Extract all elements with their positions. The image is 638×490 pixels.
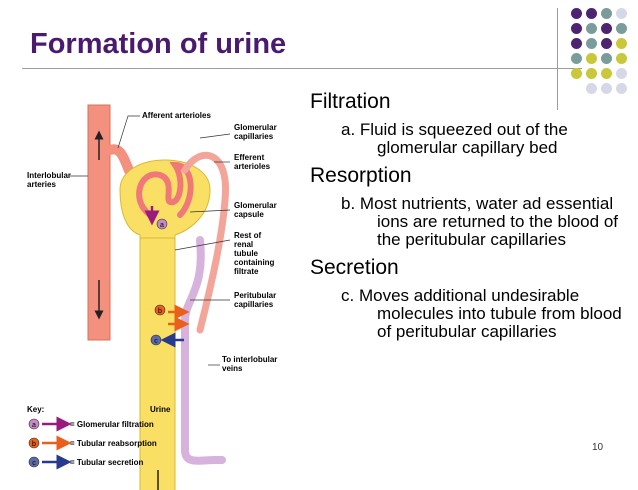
label-urine: Urine	[150, 405, 171, 414]
slide: Formation of urine	[22, 8, 630, 490]
efferent-arteriole	[181, 151, 230, 334]
key-c-badge	[28, 456, 40, 468]
heading-filtration: Filtration	[310, 90, 391, 113]
decorative-dot	[571, 8, 582, 19]
decorative-dot	[571, 68, 582, 79]
key-c-letter: c	[32, 460, 36, 467]
decorative-dot	[586, 68, 597, 79]
leader-afferent	[117, 115, 140, 149]
item-marker: a.	[341, 120, 360, 139]
decorative-dot	[586, 23, 597, 34]
decorative-dot	[571, 53, 582, 64]
marker-a	[156, 218, 168, 230]
decorative-dot	[616, 8, 627, 19]
content-text: Filtration a. Fluid is squeezed out of t…	[310, 90, 630, 341]
heading-secretion: Secretion	[310, 256, 399, 279]
item-filtration: a. Fluid is squeezed out of the glomerul…	[341, 121, 630, 157]
interlobular-artery	[87, 104, 111, 341]
decorative-dot	[586, 38, 597, 49]
item-marker: b.	[341, 194, 360, 213]
decorative-dot	[586, 83, 597, 94]
heading-resorption: Resorption	[310, 164, 412, 187]
decorative-dot	[586, 53, 597, 64]
decorative-dot	[616, 53, 627, 64]
horizontal-divider	[22, 68, 582, 69]
marker-c	[150, 334, 162, 346]
decorative-dot	[616, 38, 627, 49]
key-a-label: = Glomerular filtration	[70, 420, 154, 429]
decorative-dot	[571, 38, 582, 49]
key-b-letter: b	[32, 441, 36, 448]
decorative-dot	[586, 8, 597, 19]
item-resorption: b. Most nutrients, water ad essential io…	[341, 195, 630, 249]
leader-capsule	[189, 209, 231, 213]
item-marker: c.	[341, 286, 359, 305]
leader-glomerular	[199, 133, 231, 139]
decorative-dot	[601, 68, 612, 79]
marker-b-text: b	[158, 308, 162, 315]
decorative-dot	[601, 38, 612, 49]
vertical-divider	[557, 8, 558, 110]
page-number: 10	[592, 442, 604, 453]
renal-tubule	[139, 237, 176, 490]
item-secretion: c. Moves additional undesirable molecule…	[341, 287, 630, 341]
decorative-dot	[601, 83, 612, 94]
leader-tubule	[174, 239, 231, 251]
key-c-label: = Tubular secretion	[70, 458, 144, 467]
slide-title: Formation of urine	[30, 28, 287, 60]
key-title: Key:	[27, 405, 44, 414]
marker-b	[154, 304, 166, 316]
marker-c-text: c	[154, 338, 158, 345]
decorative-dot	[601, 23, 612, 34]
decorative-dot	[601, 53, 612, 64]
key-b-label: = Tubular reabsorption	[70, 439, 157, 448]
decorative-dot	[616, 83, 627, 94]
decorative-dot	[571, 23, 582, 34]
item-text: Most nutrients, water ad essential ions …	[359, 194, 618, 249]
decorative-dot	[601, 8, 612, 19]
decorative-dot	[616, 68, 627, 79]
decorative-dot	[616, 23, 627, 34]
key-a-badge	[28, 418, 40, 430]
key-a-letter: a	[32, 422, 36, 429]
marker-a-text: a	[160, 222, 164, 229]
key-b-badge	[28, 437, 40, 449]
item-text: Fluid is squeezed out of the glomerular …	[359, 120, 568, 157]
label-afferent-arterioles: Afferent arterioles	[142, 111, 211, 120]
label-leader-lines	[70, 115, 231, 366]
item-text: Moves additional undesirable molecules i…	[358, 286, 622, 341]
glomerular-capillaries	[136, 161, 194, 218]
